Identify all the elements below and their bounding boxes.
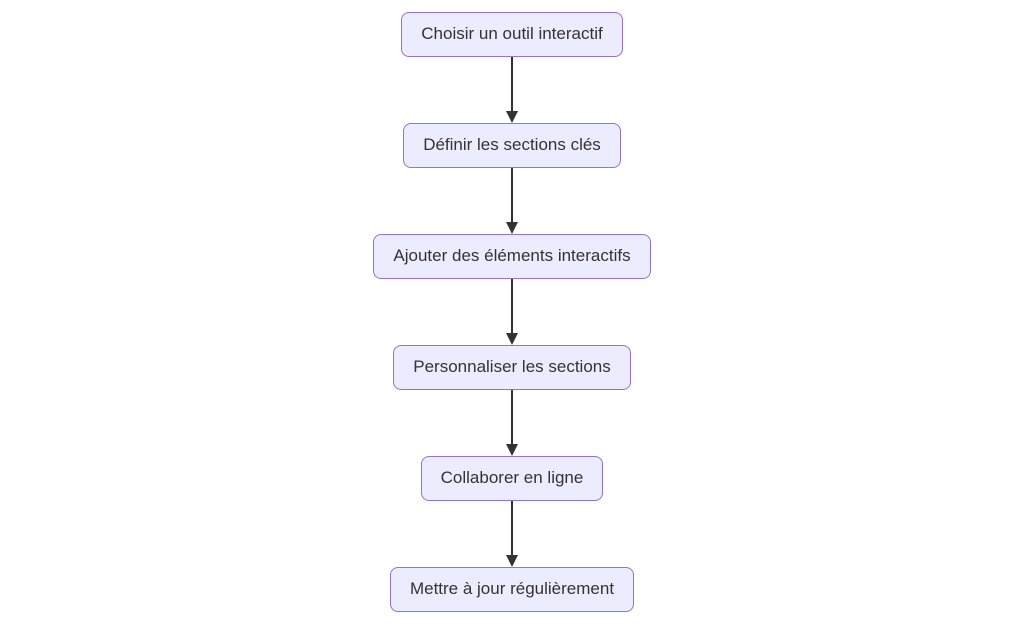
arrow-head-icon [506, 333, 518, 345]
arrow-head-icon [506, 444, 518, 456]
flowchart-edge [506, 168, 518, 234]
flowchart-edge [506, 279, 518, 345]
node-label: Définir les sections clés [423, 135, 601, 154]
node-label: Collaborer en ligne [440, 468, 584, 487]
flowchart-edge [506, 57, 518, 123]
flowchart-node-personnaliser-sections: Personnaliser les sections [393, 345, 631, 390]
flowchart-node-mettre-a-jour: Mettre à jour régulièrement [389, 567, 635, 612]
arrow-line [511, 57, 513, 111]
flowchart-edge [506, 501, 518, 567]
node-label: Ajouter des éléments interactifs [393, 246, 631, 265]
flowchart-node-collaborer-ligne: Collaborer en ligne [420, 456, 604, 501]
arrow-head-icon [506, 111, 518, 123]
arrow-line [511, 390, 513, 444]
arrow-head-icon [506, 555, 518, 567]
arrow-head-icon [506, 222, 518, 234]
flowchart-node-definir-sections: Définir les sections clés [403, 123, 621, 168]
arrow-line [511, 279, 513, 333]
node-label: Personnaliser les sections [413, 357, 611, 376]
node-label: Mettre à jour régulièrement [409, 579, 615, 598]
node-label: Choisir un outil interactif [421, 24, 603, 43]
arrow-line [511, 168, 513, 222]
flowchart-edge [506, 390, 518, 456]
flowchart-node-choisir-outil: Choisir un outil interactif [401, 12, 623, 57]
arrow-line [511, 501, 513, 555]
flowchart-node-ajouter-elements: Ajouter des éléments interactifs [373, 234, 651, 279]
